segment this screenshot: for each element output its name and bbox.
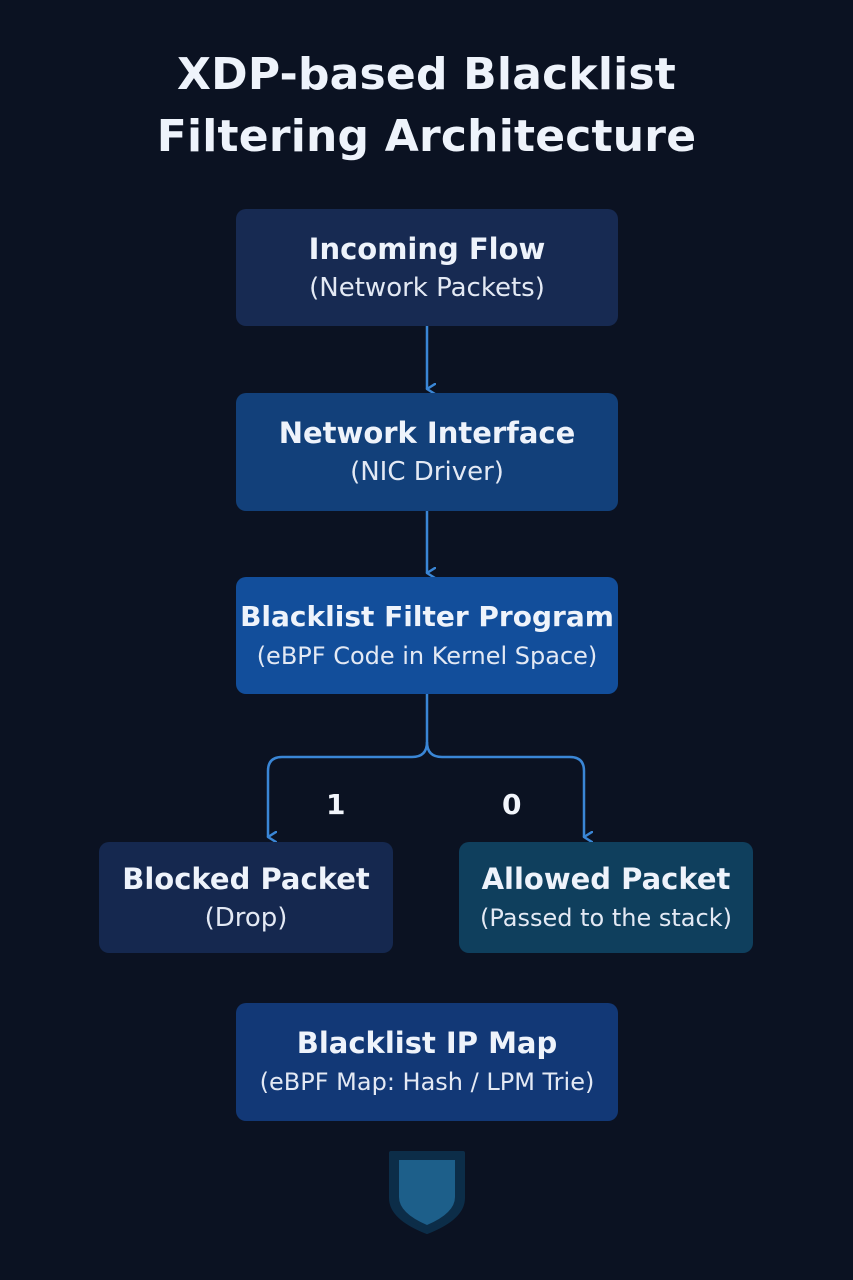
- title-line-2: Filtering Architecture: [156, 111, 697, 162]
- node-network-interface: Network Interface (NIC Driver): [236, 393, 618, 511]
- node-blacklist-ip-map: Blacklist IP Map (eBPF Map: Hash / LPM T…: [236, 1003, 618, 1121]
- node-label: Blacklist IP Map: [296, 1026, 558, 1060]
- node-label: Allowed Packet: [481, 861, 731, 896]
- edge-filter-to-blocked: [266, 694, 429, 837]
- node-label: Incoming Flow: [308, 231, 546, 266]
- branch-label-blocked: 1: [326, 788, 346, 821]
- node-sublabel: (eBPF Code in Kernel Space): [256, 641, 598, 670]
- node-label: Blocked Packet: [122, 861, 370, 896]
- shield-icon: [389, 1151, 465, 1234]
- node-sublabel: (NIC Driver): [350, 457, 504, 487]
- node-label: Network Interface: [278, 416, 576, 450]
- diagram-title: XDP-based Blacklist Filtering Architectu…: [0, 44, 853, 168]
- node-sublabel: (Network Packets): [309, 272, 545, 303]
- node-incoming-flow: Incoming Flow (Network Packets): [236, 209, 618, 326]
- node-label: Blacklist Filter Program: [240, 599, 614, 633]
- node-sublabel: (Passed to the stack): [480, 903, 732, 932]
- node-blocked-packet: Blocked Packet (Drop): [99, 842, 393, 953]
- branch-label-allowed: 0: [502, 788, 522, 821]
- title-line-1: XDP-based Blacklist: [176, 49, 677, 100]
- node-sublabel: (Drop): [204, 902, 288, 933]
- edge-filter-to-allowed: [425, 741, 584, 837]
- node-blacklist-filter-program: Blacklist Filter Program (eBPF Code in K…: [236, 577, 618, 694]
- node-sublabel: (eBPF Map: Hash / LPM Trie): [259, 1068, 595, 1096]
- node-allowed-packet: Allowed Packet (Passed to the stack): [459, 842, 753, 953]
